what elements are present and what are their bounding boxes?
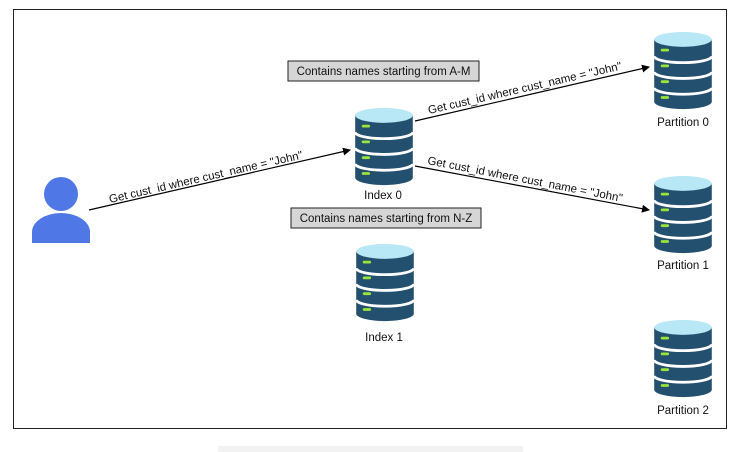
arrow-user-to-index0: [88, 147, 351, 211]
arrow-index0-to-partition1: [414, 165, 650, 213]
partition2-label: Partition 2: [657, 405, 709, 417]
database-icon-partition1: [652, 176, 714, 254]
query-label-index0-to-partition1: Get cust_id where cust_name = "John": [426, 155, 623, 205]
note-n-z-text: Contains names starting from N-Z: [300, 213, 473, 225]
query-label-user-to-index0: Get cust_id where cust_name = "John": [108, 150, 304, 206]
user-icon: [32, 177, 90, 243]
database-icon-index0: [353, 108, 415, 186]
partition0-label: Partition 0: [657, 117, 709, 129]
bottom-scrollbar: [218, 446, 523, 452]
index1-label: Index 1: [365, 332, 403, 344]
database-icon-index1: [354, 244, 416, 322]
diagram-frame: [13, 9, 727, 429]
partition1-label: Partition 1: [657, 260, 709, 272]
index0-label: Index 0: [364, 190, 402, 202]
note-n-z: Contains names starting from N-Z: [290, 207, 482, 229]
note-a-m-text: Contains names starting from A-M: [297, 66, 471, 78]
database-icon-partition2: [652, 320, 714, 398]
arrow-index0-to-partition0: [414, 64, 650, 122]
note-a-m: Contains names starting from A-M: [287, 60, 480, 82]
database-icon-partition0: [652, 32, 714, 110]
